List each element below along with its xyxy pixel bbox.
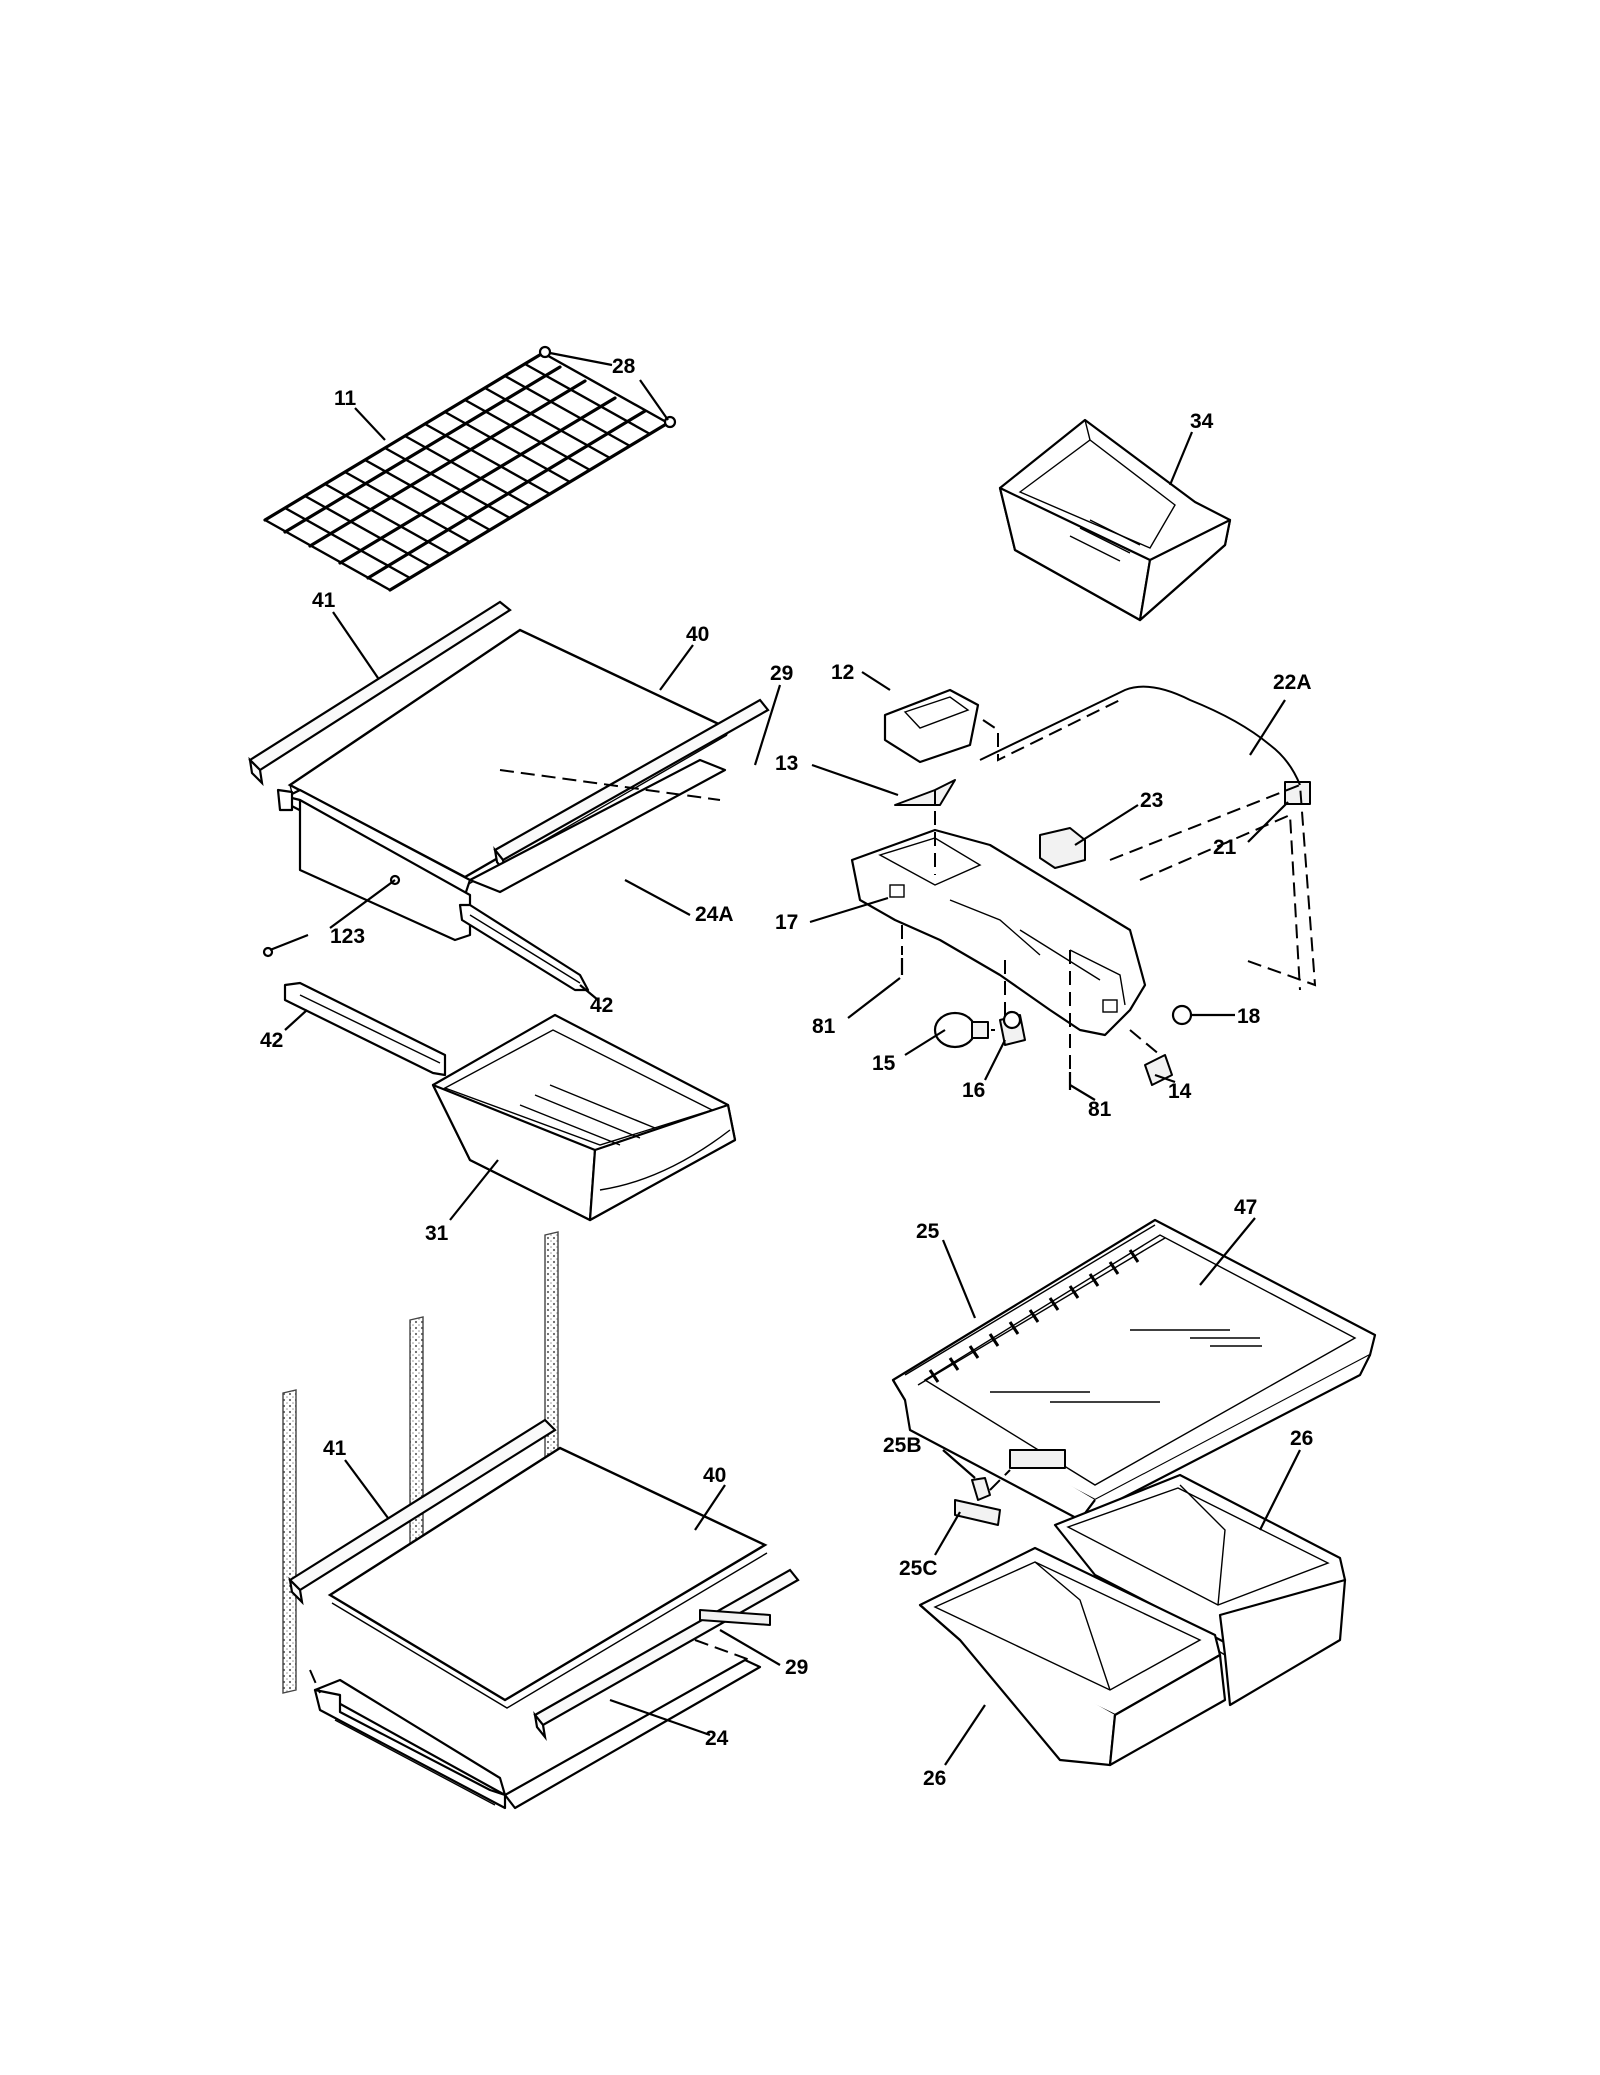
callout-18: 18 <box>1237 1005 1261 1028</box>
callout-21: 21 <box>1213 836 1237 859</box>
callout-29-lower: 29 <box>785 1656 808 1679</box>
callout-22A: 22A <box>1273 671 1312 694</box>
callout-25: 25 <box>916 1220 940 1243</box>
callout-40-lower: 40 <box>703 1464 726 1487</box>
upper-shelf-assembly <box>248 600 770 1077</box>
callout-16: 16 <box>962 1079 985 1102</box>
meat-drawer <box>431 1013 737 1222</box>
callout-31: 31 <box>425 1222 449 1245</box>
callout-26-back: 26 <box>1290 1427 1313 1450</box>
callout-81-left: 81 <box>812 1015 836 1038</box>
callout-123: 123 <box>330 925 365 948</box>
callout-42-left: 42 <box>260 1029 283 1052</box>
callout-40-upper: 40 <box>686 623 709 646</box>
callout-81-right: 81 <box>1088 1098 1112 1121</box>
callout-leaders <box>269 351 1301 1766</box>
callout-47: 47 <box>1234 1196 1257 1219</box>
callout-14: 14 <box>1168 1080 1192 1103</box>
callout-23: 23 <box>1140 789 1163 812</box>
callout-41-lower: 41 <box>323 1437 347 1460</box>
lower-shelf-assembly <box>282 1231 800 1810</box>
callout-34: 34 <box>1190 410 1214 433</box>
callout-29-upper: 29 <box>770 662 793 685</box>
callout-labels: 28 11 34 41 40 29 12 22A 13 23 21 24A 17… <box>260 355 1313 1790</box>
callout-41-upper: 41 <box>312 589 336 612</box>
callout-15: 15 <box>872 1052 896 1075</box>
callout-24A: 24A <box>695 903 734 926</box>
callout-11: 11 <box>334 387 357 410</box>
callout-42-right: 42 <box>590 994 613 1017</box>
control-housing-assembly <box>850 685 1317 1090</box>
callout-25C: 25C <box>899 1557 938 1580</box>
dairy-bin <box>998 418 1232 622</box>
callout-12: 12 <box>831 661 854 684</box>
callout-28: 28 <box>612 355 636 378</box>
callout-17: 17 <box>775 911 798 934</box>
callout-25B: 25B <box>883 1434 922 1457</box>
callout-24: 24 <box>705 1727 729 1750</box>
callout-13: 13 <box>775 752 798 775</box>
twin-crispers <box>918 1473 1347 1767</box>
crisper-cover-shelf <box>891 1218 1377 1526</box>
wire-shelf <box>263 345 677 592</box>
callout-26-front: 26 <box>923 1767 946 1790</box>
